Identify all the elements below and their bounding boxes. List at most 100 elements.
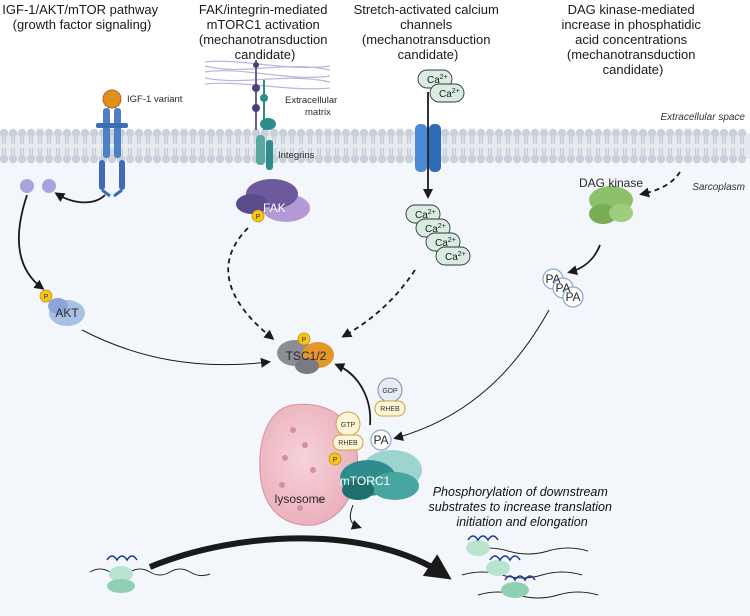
caption-phosphorylation: Phosphorylation of downstream substrates… [429,485,616,529]
lipid-head [728,128,738,138]
substrate-dot-2 [42,179,56,193]
lipid-head [287,154,297,164]
polysome-right [461,535,599,599]
lipid-head [233,128,243,138]
lipid-head [197,128,207,138]
label-dag-kinase: DAG kinase [579,176,643,190]
lipid-tail [317,148,321,155]
lipid-tail [398,148,402,155]
calcium-intracellular [405,204,471,266]
lipid-tail [146,137,150,144]
lipid-head [269,128,279,138]
lipid-head [26,154,36,164]
lipid-tail [92,137,96,144]
lipid-head [305,128,315,138]
arrow-mtorc1-downstream [349,504,362,530]
lipid-tail [182,148,186,155]
lipid-head [134,154,144,164]
plasma-membrane [0,128,750,164]
lipid-head [224,128,234,138]
lipid-tail [56,148,60,155]
lipid-tail [740,148,744,155]
pa-bound [370,429,392,451]
lipid-head [8,128,18,138]
lipid-tail [353,148,357,155]
lipid-head [368,154,378,164]
lipid-tail [524,148,528,155]
label-lysosome: lysosome [275,492,326,506]
lipid-head [674,154,684,164]
lipid-tail [137,148,141,155]
pa-label-3: PA [565,290,580,304]
igf-receptor [96,89,128,198]
fak-phospho [251,209,265,223]
substrate-dot-1 [20,179,34,193]
lipid-tail [11,137,15,144]
lipid-tail [659,148,663,155]
lipid-head [26,128,36,138]
ca-label-4: Ca2+ [425,223,446,235]
extracellular-matrix [204,60,331,90]
lipid-head [323,154,333,164]
lipid-head [170,154,180,164]
lipid-head [710,128,720,138]
pa-molecules [542,268,584,308]
lipid-tail [587,148,591,155]
label-mtorc1: mTORC1 [340,474,391,488]
lipid-head [53,154,63,164]
lipid-tail [128,148,132,155]
lipid-head [476,154,486,164]
label-extracellular-matrix: Extracellular matrix [285,95,340,118]
lipid-head [719,154,729,164]
lipid-tail [650,148,654,155]
lipid-head [125,154,135,164]
lipid-tail [578,148,582,155]
lipid-tail [290,148,294,155]
lipid-tail [470,137,474,144]
header-dag-kinase: DAG kinase-mediated increase in phosphat… [561,2,704,77]
lipid-head [350,154,360,164]
lipid-tail [38,148,42,155]
lipid-head [35,154,45,164]
lipid-head [296,154,306,164]
lipid-tail [299,148,303,155]
lipid-tail [533,148,537,155]
lipid-tail [659,137,663,144]
lipid-head [80,154,90,164]
lipid-tail [2,137,6,144]
lipid-tail [29,148,33,155]
tsc-phospho-label: P [302,337,307,344]
lipid-tail [38,137,42,144]
lipid-tail [281,148,285,155]
mtorc1-phospho-label: P [333,457,338,464]
lipid-head [341,128,351,138]
lipid-head [611,154,621,164]
gtp-rheb-active [332,411,364,451]
lipid-tail [308,137,312,144]
lipid-head [539,154,549,164]
lipid-tail [371,148,375,155]
lipid-tail [110,137,114,144]
lipid-head [215,128,225,138]
lipid-tail [713,137,717,144]
lipid-head [206,128,216,138]
lipid-tail [83,137,87,144]
lipid-head [323,128,333,138]
lipid-tail [326,137,330,144]
lipid-tail [11,148,15,155]
label-sarcoplasm: Sarcoplasm [692,182,745,193]
lipid-tail [146,148,150,155]
lipid-head [332,154,342,164]
lipid-head [242,128,252,138]
lipid-head [584,154,594,164]
lipid-tail [668,137,672,144]
lipid-tail [407,148,411,155]
lipid-head [575,128,585,138]
lipid-tail [362,137,366,144]
pa-label-1: PA [545,272,560,286]
lipid-tail [2,148,6,155]
lipid-head [521,128,531,138]
lipid-tail [137,137,141,144]
arrow-dag-to-pa [567,244,601,276]
gdp-rheb-inactive [374,377,406,417]
